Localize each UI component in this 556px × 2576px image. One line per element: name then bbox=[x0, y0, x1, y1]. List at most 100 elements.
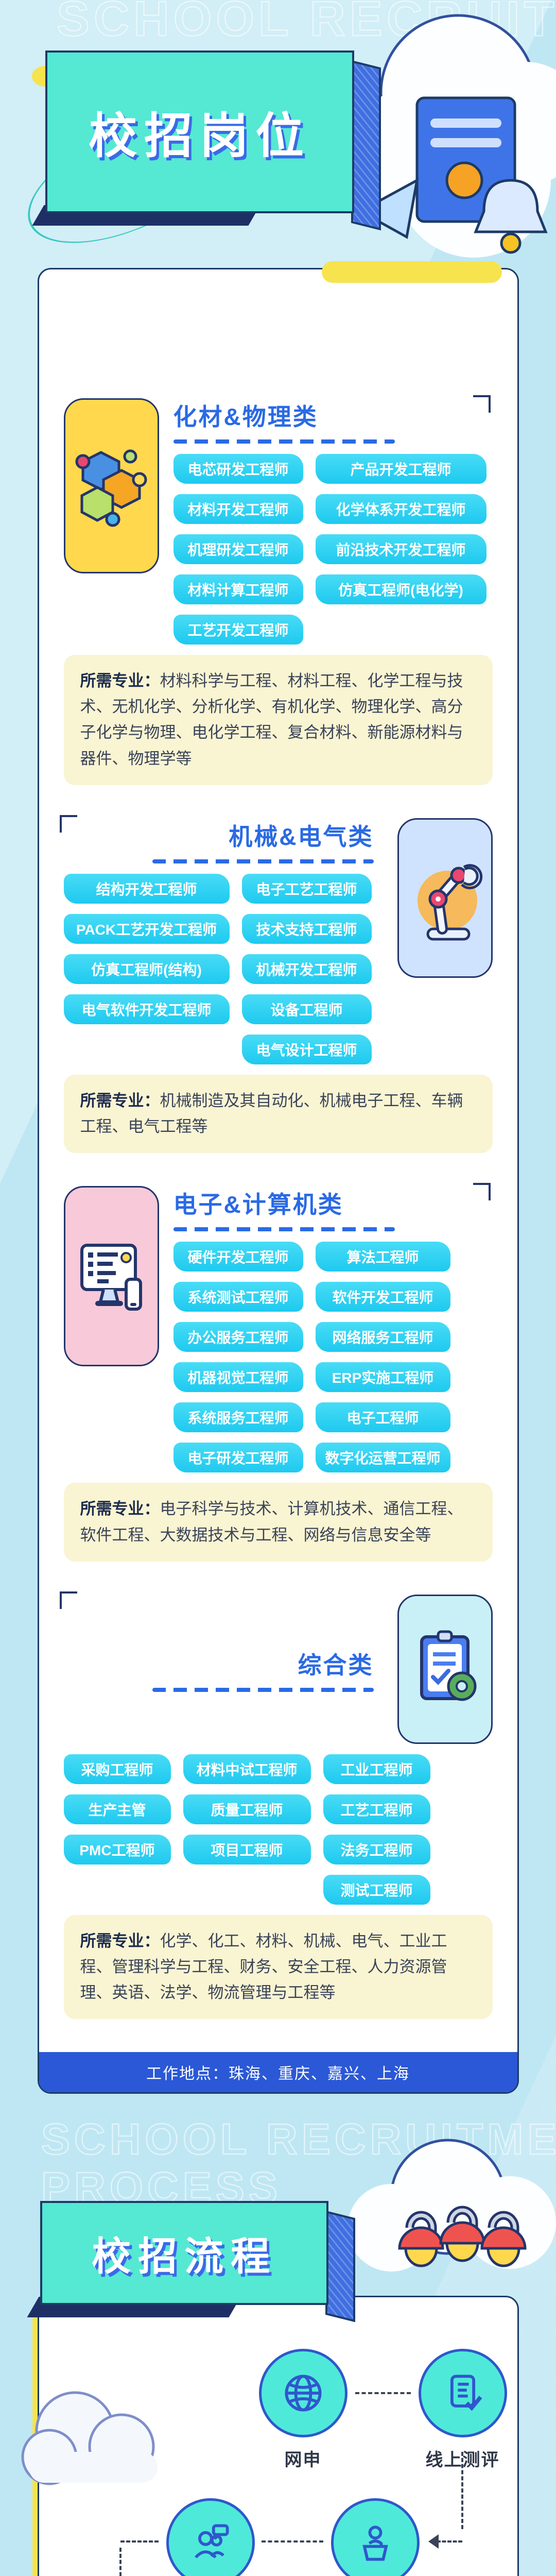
job-tag: 产品开发工程师 bbox=[315, 454, 486, 484]
process-step: 面试 bbox=[162, 2498, 259, 2576]
corner-bracket bbox=[473, 1183, 491, 1201]
category-chem-physics: 化材&物理类 电芯研发工程师 产品开发工程师 材料开发工程师 化学体系开发工程师… bbox=[63, 395, 493, 785]
corner-bracket bbox=[473, 395, 491, 413]
connector-dash bbox=[436, 2540, 462, 2543]
cloud-decoration bbox=[21, 2391, 158, 2485]
category-title: 综合类 bbox=[298, 1651, 374, 1679]
dashed-underline bbox=[152, 1687, 374, 1692]
majors-label: 所需专业： bbox=[80, 672, 160, 690]
process-step: 线上测评 bbox=[414, 2349, 512, 2471]
robot-arm-icon bbox=[397, 818, 493, 978]
clipboard-icon bbox=[397, 1594, 493, 1744]
tag-list: 采购工程师 材料中试工程师 工业工程师 生产主管 质量工程师 工艺工程师 PMC… bbox=[63, 1754, 493, 1905]
banner-3d-side bbox=[351, 60, 381, 231]
job-tag: 软件开发工程师 bbox=[315, 1282, 450, 1312]
presentation-icon bbox=[331, 2498, 420, 2576]
job-tag: 化学体系开发工程师 bbox=[315, 494, 486, 524]
job-tag: 材料中试工程师 bbox=[183, 1754, 311, 1784]
corner-bracket bbox=[59, 815, 77, 833]
category-title: 机械&电气类 bbox=[229, 823, 374, 850]
yellow-top-strip bbox=[321, 261, 502, 283]
banner-title: 校招流程 bbox=[40, 2201, 328, 2306]
job-tag: 结构开发工程师 bbox=[63, 873, 230, 904]
majors-text: 机械制造及其自动化、机械电子工程、车辆工程、电气工程等 bbox=[80, 1091, 463, 1136]
hero-process: SCHOOL RECRUITMENT PROCESS 校招流程 bbox=[0, 2094, 556, 2380]
majors-label: 所需专业： bbox=[80, 1931, 160, 1950]
process-board: 网申 线上测评 面试 bbox=[21, 2297, 517, 2576]
job-tag: 工艺开发工程师 bbox=[173, 615, 303, 645]
dashed-underline bbox=[173, 1227, 395, 1232]
category-header: 电子&计算机类 bbox=[173, 1183, 493, 1232]
job-tag: 机理研发工程师 bbox=[173, 534, 303, 564]
category-general: 综合类 采购工程师 材料中试工程师 工业工程师 生产主管 质量工程师 工艺工程师… bbox=[59, 1591, 493, 2020]
computer-icon bbox=[63, 1186, 159, 1367]
connector-dash bbox=[120, 2540, 159, 2543]
job-tag: 材料计算工程师 bbox=[173, 574, 303, 604]
category-electronics-computer: 电子&计算机类 硬件开发工程师 算法工程师 系统测试工程师 软件开发工程师 办公… bbox=[63, 1183, 493, 1562]
process-step: 宣讲会 bbox=[326, 2498, 424, 2576]
step-label: 网申 bbox=[284, 2450, 322, 2470]
job-tag: 工业工程师 bbox=[323, 1754, 430, 1784]
job-tag: 采购工程师 bbox=[63, 1754, 171, 1784]
arrow-left-icon bbox=[421, 2534, 439, 2549]
banner-3d-side bbox=[325, 2211, 355, 2323]
job-tag: 机械开发工程师 bbox=[241, 954, 372, 984]
majors-note: 所需专业：材料科学与工程、材料工程、化学工程与技术、无机化学、分析化学、有机化学… bbox=[63, 655, 493, 785]
idea-cloud-illustration bbox=[348, 2139, 556, 2272]
job-tag: 工艺工程师 bbox=[323, 1794, 430, 1824]
majors-text: 化学、化工、材料、机械、电气、工业工程、管理科学与工程、财务、安全工程、人力资源… bbox=[80, 1931, 447, 2002]
job-tag: 电子工程师 bbox=[315, 1402, 450, 1433]
dashed-underline bbox=[173, 439, 395, 444]
job-tag: 系统测试工程师 bbox=[173, 1282, 303, 1312]
positions-banner: 校招岗位 bbox=[32, 50, 381, 231]
process-card: 网申 线上测评 面试 bbox=[21, 2296, 519, 2576]
majors-text: 材料科学与工程、材料工程、化学工程与技术、无机化学、分析化学、有机化学、物理化学… bbox=[80, 672, 463, 768]
job-tag: 办公服务工程师 bbox=[173, 1322, 303, 1352]
majors-label: 所需专业： bbox=[80, 1500, 160, 1518]
category-header: 综合类 bbox=[59, 1591, 383, 1692]
job-tag: 仿真工程师(电化学) bbox=[315, 574, 486, 604]
job-tag: 网络服务工程师 bbox=[315, 1322, 450, 1352]
molecule-icon bbox=[63, 398, 159, 573]
job-tag: PACK工艺开发工程师 bbox=[63, 913, 230, 944]
majors-note: 所需专业：机械制造及其自动化、机械电子工程、车辆工程、电气工程等 bbox=[63, 1074, 493, 1154]
job-tag: 数字化运营工程师 bbox=[315, 1443, 450, 1473]
interview-icon bbox=[166, 2498, 255, 2576]
job-tag: 质量工程师 bbox=[183, 1794, 311, 1824]
process-step: 网申 bbox=[254, 2349, 352, 2471]
category-title: 电子&计算机类 bbox=[173, 1191, 343, 1218]
job-tag: ERP实施工程师 bbox=[315, 1362, 450, 1393]
job-tag: 仿真工程师(结构) bbox=[63, 954, 230, 984]
majors-note: 所需专业：电子科学与技术、计算机技术、通信工程、软件工程、大数据技术与工程、网络… bbox=[63, 1483, 493, 1562]
job-tag: 测试工程师 bbox=[323, 1874, 430, 1905]
work-location-bar: 工作地点：珠海、重庆、嘉兴、上海 bbox=[39, 2052, 517, 2093]
tag-list: 电芯研发工程师 产品开发工程师 材料开发工程师 化学体系开发工程师 机理研发工程… bbox=[173, 454, 493, 645]
category-title: 化材&物理类 bbox=[173, 403, 318, 430]
job-tag: 法务工程师 bbox=[323, 1834, 430, 1865]
connector-dash bbox=[261, 2540, 323, 2543]
banner-title: 校招岗位 bbox=[45, 50, 354, 213]
dashed-underline bbox=[152, 859, 374, 863]
connector-dash bbox=[119, 2548, 121, 2576]
tag-list: 硬件开发工程师 算法工程师 系统测试工程师 软件开发工程师 办公服务工程师 网络… bbox=[173, 1242, 493, 1473]
job-tag: 系统服务工程师 bbox=[173, 1402, 303, 1433]
majors-label: 所需专业： bbox=[80, 1091, 160, 1110]
job-tag: 机器视觉工程师 bbox=[173, 1362, 303, 1393]
hero-positions: SCHOOL RECRUITMENT POSITIONS 校招岗位 bbox=[0, 0, 556, 361]
job-tag: 电芯研发工程师 bbox=[173, 454, 303, 484]
corner-bracket bbox=[59, 1591, 77, 1609]
job-tag: 项目工程师 bbox=[183, 1834, 311, 1865]
job-tag: 前沿技术开发工程师 bbox=[315, 534, 486, 564]
tag-list: 结构开发工程师 电子工艺工程师 PACK工艺开发工程师 技术支持工程师 仿真工程… bbox=[63, 873, 383, 1064]
category-mech-electric: 机械&电气类 结构开发工程师 电子工艺工程师 PACK工艺开发工程师 技术支持工… bbox=[59, 815, 493, 1154]
job-tag: 硬件开发工程师 bbox=[173, 1242, 303, 1272]
majors-text: 电子科学与技术、计算机技术、通信工程、软件工程、大数据技术与工程、网络与信息安全… bbox=[80, 1500, 463, 1544]
online-test-icon bbox=[418, 2349, 507, 2438]
job-tag: 材料开发工程师 bbox=[173, 494, 303, 524]
process-banner: 校招流程 bbox=[27, 2201, 355, 2323]
job-tag: 电气软件开发工程师 bbox=[63, 994, 230, 1024]
job-tag: 设备工程师 bbox=[241, 994, 372, 1024]
globe-icon bbox=[258, 2349, 348, 2438]
job-tag: 电子工艺工程师 bbox=[241, 873, 372, 904]
positions-card: 化材&物理类 电芯研发工程师 产品开发工程师 材料开发工程师 化学体系开发工程师… bbox=[37, 261, 519, 2094]
